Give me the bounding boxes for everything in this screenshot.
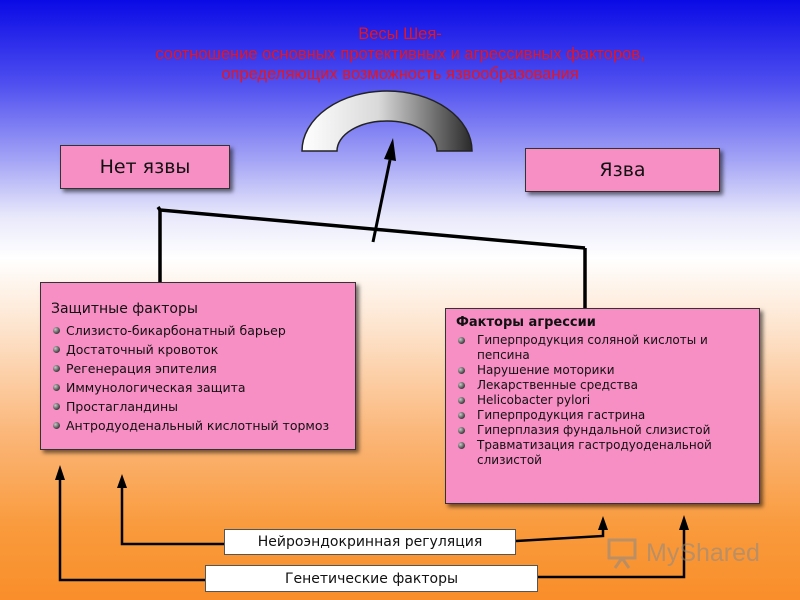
- list-item: Травматизация гастродуоденальной слизист…: [458, 438, 751, 468]
- bullet-icon: [53, 346, 60, 353]
- bullet-icon: [53, 327, 60, 334]
- pointer-arrow-head: [384, 138, 396, 161]
- scale-arch: [301, 90, 473, 152]
- neuro-connector-left: [120, 486, 225, 546]
- bullet-icon: [458, 442, 465, 449]
- protective-factors-box: Защитные факторы Слизисто-бикарбонатный …: [40, 282, 356, 450]
- genetic-factors-label: Генетические факторы: [284, 570, 459, 587]
- bullet-icon: [53, 384, 60, 391]
- aggressive-factors-title: Факторы агрессии: [456, 315, 596, 330]
- list-item: Регенерация эпителия: [53, 359, 345, 378]
- watermark-text: MyShared: [646, 538, 760, 567]
- bullet-icon: [458, 382, 465, 389]
- list-item: Гиперпродукция соляной кислоты и пепсина: [458, 333, 751, 363]
- list-item: Иммунологическая защита: [53, 378, 345, 397]
- ulcer-label: Язва: [599, 159, 646, 181]
- title-line-2: соотношение основных протективных и агре…: [155, 45, 645, 63]
- list-item: Нарушение моторики: [458, 363, 751, 378]
- title-line-1: Весы Шея-: [358, 25, 442, 43]
- bullet-icon: [53, 403, 60, 410]
- list-item: Гиперпродукция гастрина: [458, 408, 751, 423]
- bullet-icon: [458, 397, 465, 404]
- title-line-3: определяющих возможность язвообразования: [221, 65, 579, 83]
- genetic-connector-left: [58, 478, 205, 582]
- aggressive-factors-box: Факторы агрессии Гиперпродукция соляной …: [445, 308, 760, 504]
- balance-beam: [156, 206, 586, 250]
- ulcer-box: Язва: [525, 148, 720, 192]
- diagram-title: Весы Шея- соотношение основных протектив…: [40, 24, 760, 84]
- aggressive-factors-list: Гиперпродукция соляной кислоты и пепсина…: [456, 333, 751, 468]
- neuro-arrow-left: [117, 474, 127, 488]
- protective-factors-list: Слизисто-бикарбонатный барьер Достаточны…: [51, 321, 345, 435]
- list-item: Простагландины: [53, 397, 345, 416]
- bullet-icon: [53, 365, 60, 372]
- bullet-icon: [458, 337, 465, 344]
- bullet-icon: [53, 422, 60, 429]
- list-item: Helicobacter pylori: [458, 393, 751, 408]
- watermark: MyShared: [606, 537, 760, 569]
- genetic-connector-right: [538, 528, 686, 579]
- no-ulcer-box: Нет язвы: [60, 145, 230, 189]
- list-item: Гиперплазия фундальной слизистой: [458, 423, 751, 438]
- bullet-icon: [458, 412, 465, 419]
- list-item: Слизисто-бикарбонатный барьер: [53, 321, 345, 340]
- neuro-arrow-right: [598, 516, 608, 530]
- pointer-arrow-shaft: [371, 159, 392, 243]
- neuro-connector-right: [515, 528, 605, 543]
- presentation-board-icon: [607, 538, 637, 569]
- list-item: Лекарственные средства: [458, 378, 751, 393]
- neuroendocrine-regulation-label: Нейроэндокринная регуляция: [257, 534, 483, 550]
- genetic-factors-box: Генетические факторы: [205, 565, 538, 592]
- genetic-arrow-right: [679, 515, 689, 530]
- protective-factors-title: Защитные факторы: [51, 301, 198, 317]
- genetic-arrow-left: [55, 465, 65, 480]
- list-item: Достаточный кровоток: [53, 340, 345, 359]
- no-ulcer-label: Нет язвы: [99, 156, 191, 178]
- bullet-icon: [458, 427, 465, 434]
- bullet-icon: [458, 367, 465, 374]
- neuroendocrine-regulation-box: Нейроэндокринная регуляция: [224, 529, 516, 555]
- list-item: Антродуоденальный кислотный тормоз: [53, 416, 345, 435]
